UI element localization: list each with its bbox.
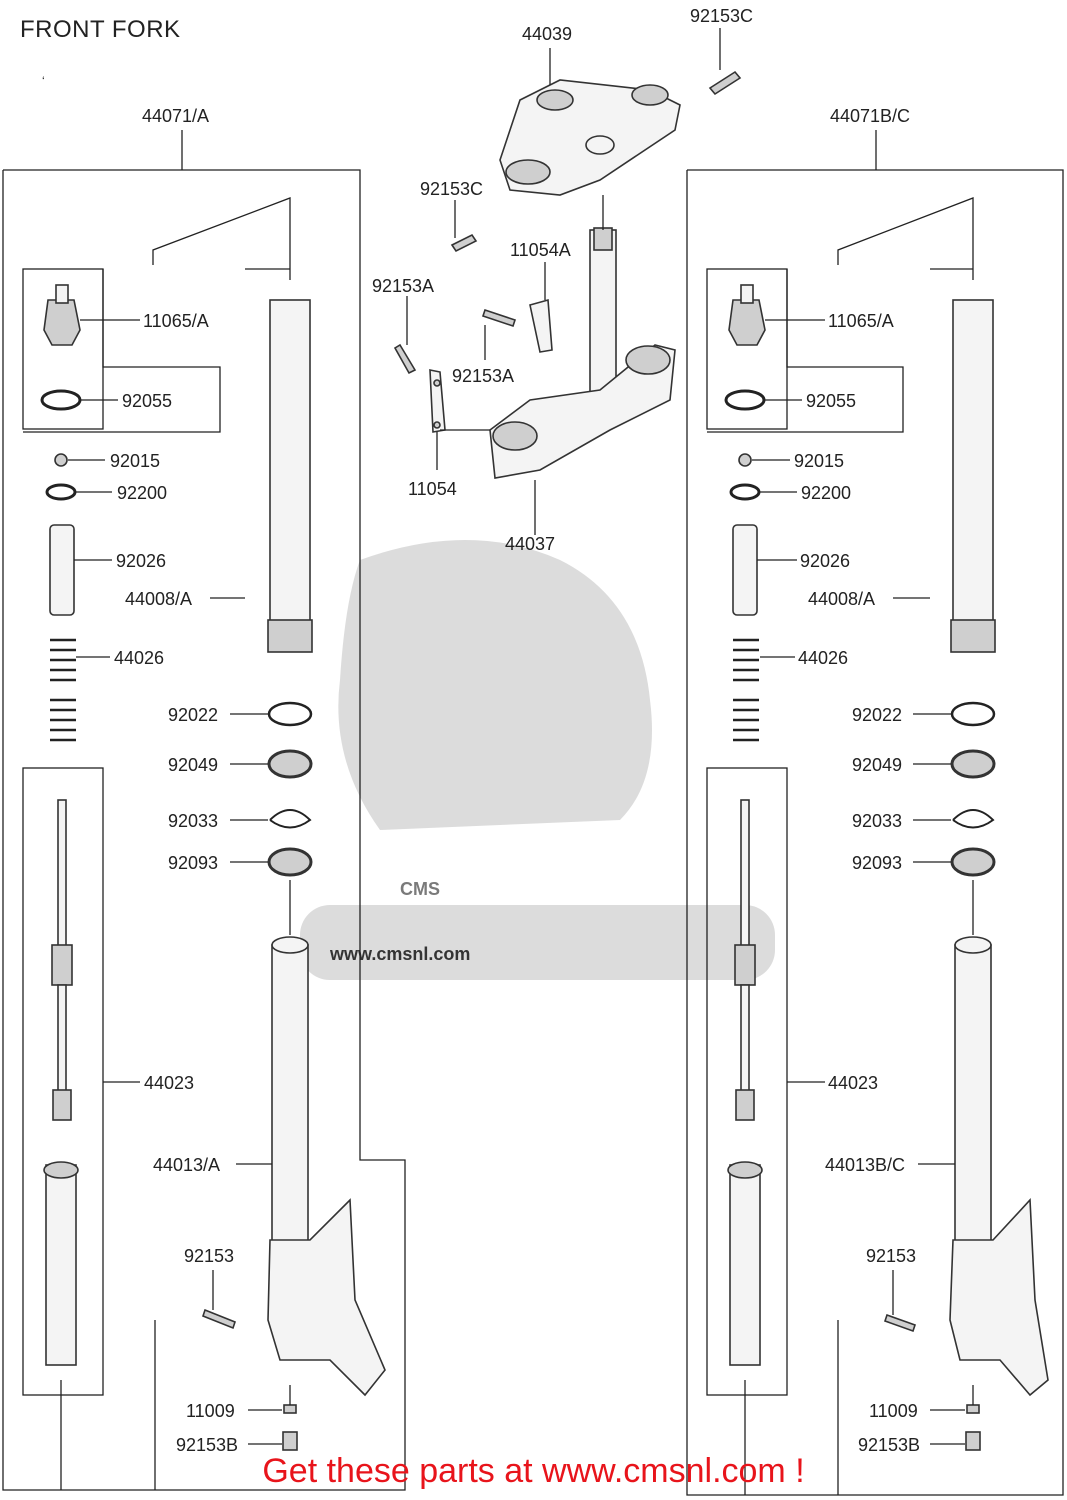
label-11054: 11054 [408,479,457,499]
label-left-11065: 11065/A [143,311,209,331]
top-leader-lines [406,28,721,535]
label-left-92055: 92055 [122,391,172,411]
label-left-44023: 44023 [144,1073,194,1093]
label-92153c-top: 92153C [690,6,753,26]
label-92153c-left: 92153C [420,179,483,199]
left-fork-parts [40,284,386,1490]
label-right-92055: 92055 [806,391,856,411]
label-right-44008: 44008/A [808,589,875,609]
label-left-92153: 92153 [184,1246,234,1266]
stray-mark: ‘ [42,74,45,88]
label-92153a-top: 92153A [372,276,434,296]
label-right-92026: 92026 [800,551,850,571]
label-92153a-mid: 92153A [452,366,514,386]
label-right-92049: 92049 [852,755,902,775]
label-right-92153b: 92153B [858,1435,920,1455]
label-left-92015: 92015 [110,451,160,471]
label-right-11065: 11065/A [828,311,894,331]
label-right-92022: 92022 [852,705,902,725]
label-left-11009: 11009 [186,1401,235,1421]
call-to-action-link[interactable]: Get these parts at www.cmsnl.com ! [262,1452,805,1490]
label-left-92049: 92049 [168,755,218,775]
label-right-92153: 92153 [866,1246,916,1266]
page-title: FRONT FORK [20,16,181,43]
label-right-44071: 44071B/C [830,106,910,126]
label-left-44071: 44071/A [142,106,209,126]
label-left-44008: 44008/A [125,589,192,609]
left-leader-lines [68,319,291,1445]
upper-triple-clamp [499,79,681,196]
watermark-site: www.cmsnl.com [329,944,470,964]
bracket-11054 [429,369,446,433]
label-right-92200: 92200 [801,483,851,503]
steering-stem [589,227,617,396]
label-right-44023: 44023 [828,1073,878,1093]
label-left-44013: 44013/A [153,1155,220,1175]
clip-11054a [529,298,553,353]
label-right-92015: 92015 [794,451,844,471]
label-left-92026: 92026 [116,551,166,571]
watermark-text: CMS [400,879,440,899]
label-44039: 44039 [522,24,572,44]
right-fork-frame [686,130,1064,1496]
label-right-44026: 44026 [798,648,848,668]
right-fork-parts [724,284,1049,1495]
bolts-top [393,70,742,375]
label-right-92093: 92093 [852,853,902,873]
label-right-44013: 44013B/C [825,1155,905,1175]
label-left-44026: 44026 [114,648,164,668]
label-left-92153b: 92153B [176,1435,238,1455]
label-left-92093: 92093 [168,853,218,873]
label-right-92033: 92033 [852,811,902,831]
label-left-92200: 92200 [117,483,167,503]
label-right-11009: 11009 [869,1401,918,1421]
label-44037: 44037 [505,534,555,554]
label-11054a: 11054A [510,240,571,260]
lower-triple-clamp [489,344,676,479]
watermark-logo: CMS www.cmsnl.com [300,540,775,980]
label-left-92022: 92022 [168,705,218,725]
label-left-92033: 92033 [168,811,218,831]
right-leader-lines [752,319,974,1445]
